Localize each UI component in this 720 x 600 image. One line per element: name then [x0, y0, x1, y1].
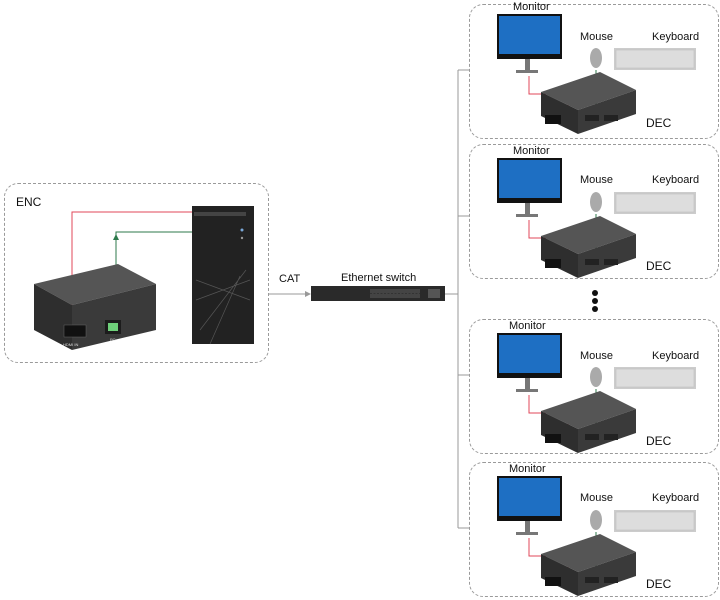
dec2-mouse-label: Mouse	[580, 174, 614, 186]
dec2-keyboard-label: Keyboard	[652, 174, 700, 186]
dec-group-4	[497, 476, 696, 596]
more-decoders-ellipsis	[590, 290, 600, 314]
trunk-lines	[445, 69, 469, 529]
dec2-monitor-label: Monitor	[513, 145, 550, 157]
dec4-dec-label: DEC	[646, 577, 672, 591]
pc-tower	[192, 206, 254, 345]
enc-port-hdmi-in: HDMI IN	[63, 342, 78, 347]
dec3-dec-label: DEC	[646, 434, 672, 448]
dec2-dec-label: DEC	[646, 259, 672, 273]
dec-group-3	[497, 333, 696, 453]
encoder-device	[34, 264, 156, 350]
dec1-keyboard-label: Keyboard	[652, 31, 700, 43]
ethernet-switch-device	[311, 286, 445, 301]
switch-label: Ethernet switch	[341, 272, 417, 284]
dec-group-1	[497, 14, 696, 134]
cat-label: CAT	[279, 273, 301, 285]
enc-port-pc: PC	[110, 337, 116, 342]
dec4-mouse-label: Mouse	[580, 492, 614, 504]
dec4-monitor-label: Monitor	[509, 463, 546, 475]
dec1-monitor-label: Monitor	[513, 1, 550, 13]
dec3-monitor-label: Monitor	[509, 320, 546, 332]
dec3-mouse-label: Mouse	[580, 350, 614, 362]
cat-cable	[268, 291, 311, 297]
dec3-keyboard-label: Keyboard	[652, 350, 700, 362]
dec1-dec-label: DEC	[646, 116, 672, 130]
dec4-keyboard-label: Keyboard	[652, 492, 700, 504]
dec-group-2	[497, 158, 696, 278]
dec1-mouse-label: Mouse	[580, 31, 614, 43]
enc-title: ENC	[16, 195, 42, 209]
